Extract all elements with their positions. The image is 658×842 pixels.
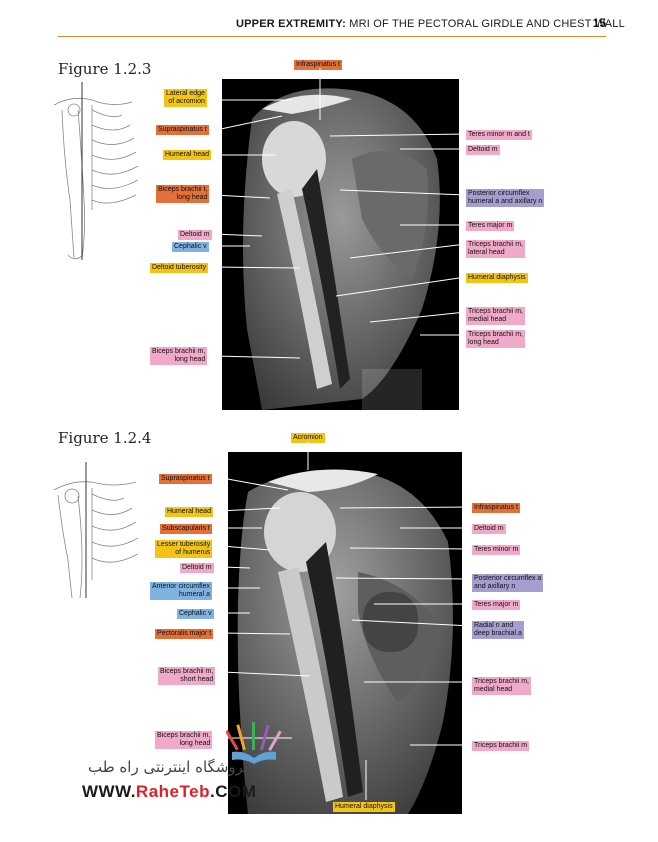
label-triceps-medial-head-2: Triceps brachii m, medial head xyxy=(472,677,531,695)
label-teres-major: Teres major m xyxy=(466,221,515,231)
label-cephalic-vein-2: Cephalic v xyxy=(177,609,214,619)
label-anterior-circumflex: Anterior circumflex humeral a xyxy=(150,582,212,600)
page-number: 15 xyxy=(592,16,606,30)
label-supraspinatus-tendon: Supraspinatus t xyxy=(156,125,209,135)
mri-image-1 xyxy=(222,79,459,410)
label-triceps-medial-head: Triceps brachii m, medial head xyxy=(466,307,525,325)
label-lesser-tuberosity: Lesser tuberosity of humerus xyxy=(155,540,213,558)
label-humeral-diaphysis: Humeral diaphysis xyxy=(466,273,528,283)
running-header: UPPER EXTREMITY: MRI OF THE PECTORAL GIR… xyxy=(236,18,625,30)
watermark-prefix: WWW. xyxy=(82,782,136,801)
mri-scan-1 xyxy=(243,88,440,410)
label-triceps-muscle: Triceps brachii m xyxy=(472,741,530,751)
figure-title-1: Figure 1.2.3 xyxy=(58,60,152,78)
mri-image-2 xyxy=(228,452,462,814)
body-sketch-2 xyxy=(53,462,139,599)
label-teres-minor: Teres minor m and t xyxy=(466,130,532,140)
bookshop-logo-icon xyxy=(226,722,282,764)
label-supraspinatus-tendon-2: Supraspinatus t xyxy=(159,474,212,484)
label-posterior-circumflex: Posterior circumflex humeral a and axill… xyxy=(466,189,545,207)
watermark-suffix: .COM xyxy=(209,782,257,801)
label-subscapularis-tendon: Subscapularis t xyxy=(160,524,212,534)
watermark-site: WWW.RaheTeb.COM xyxy=(82,782,256,802)
label-humeral-head-2: Humeral head xyxy=(165,507,213,517)
label-lateral-edge-acromion: Lateral edge of acromion xyxy=(164,89,207,107)
label-deltoid-tuberosity: Deltoid tuberosity xyxy=(150,263,209,273)
label-radial-nerve: Radial n and deep brachial a xyxy=(472,621,524,639)
watermark-brand: RaheTeb xyxy=(135,782,210,801)
label-cephalic-vein: Cephalic v xyxy=(172,242,209,252)
label-triceps-long-head: Triceps brachii m, long head xyxy=(466,330,525,348)
label-deltoid-muscle-2: Deltoid m xyxy=(180,563,214,573)
label-triceps-lateral-head: Triceps brachii m, lateral head xyxy=(466,240,525,258)
label-biceps-short-head: Biceps brachii m, short head xyxy=(158,667,216,685)
label-pectoralis-major-tendon: Pectoralis major t xyxy=(155,629,214,639)
watermark-persian: فروشگاه اینترنتی راه طب xyxy=(88,758,252,776)
header-rule xyxy=(58,36,606,37)
header-section: UPPER EXTREMITY: xyxy=(236,18,346,30)
label-deltoid-muscle-right-2: Deltoid m xyxy=(472,524,506,534)
label-humeral-diaphysis-2: Humeral diaphysis xyxy=(333,802,395,812)
header-subtitle: MRI OF THE PECTORAL GIRDLE AND CHEST WAL… xyxy=(345,18,625,30)
label-deltoid-muscle-right: Deltoid m xyxy=(466,145,500,155)
label-teres-major-2: Teres major m xyxy=(472,600,521,610)
body-sketch-1 xyxy=(53,82,139,260)
label-humeral-head: Humeral head xyxy=(163,150,211,160)
label-biceps-muscle-long-head: Biceps brachii m, long head xyxy=(150,347,208,365)
label-teres-minor-2: Teres minor m xyxy=(472,545,521,555)
label-infraspinatus-tendon-2: Infraspinatus t xyxy=(472,503,520,513)
label-biceps-long-head-2: Biceps brachii m, long head xyxy=(155,731,213,749)
label-biceps-tendon-long-head: Biceps brachii t, long head xyxy=(156,185,210,203)
figure-title-2: Figure 1.2.4 xyxy=(58,429,152,447)
label-infraspinatus-tendon: Infraspinatus t xyxy=(294,60,342,70)
label-posterior-circumflex-2: Posterior circumflex a and axillary n xyxy=(472,574,544,592)
label-deltoid-muscle: Deltoid m xyxy=(178,230,212,240)
label-acromion: Acromion xyxy=(291,433,325,443)
